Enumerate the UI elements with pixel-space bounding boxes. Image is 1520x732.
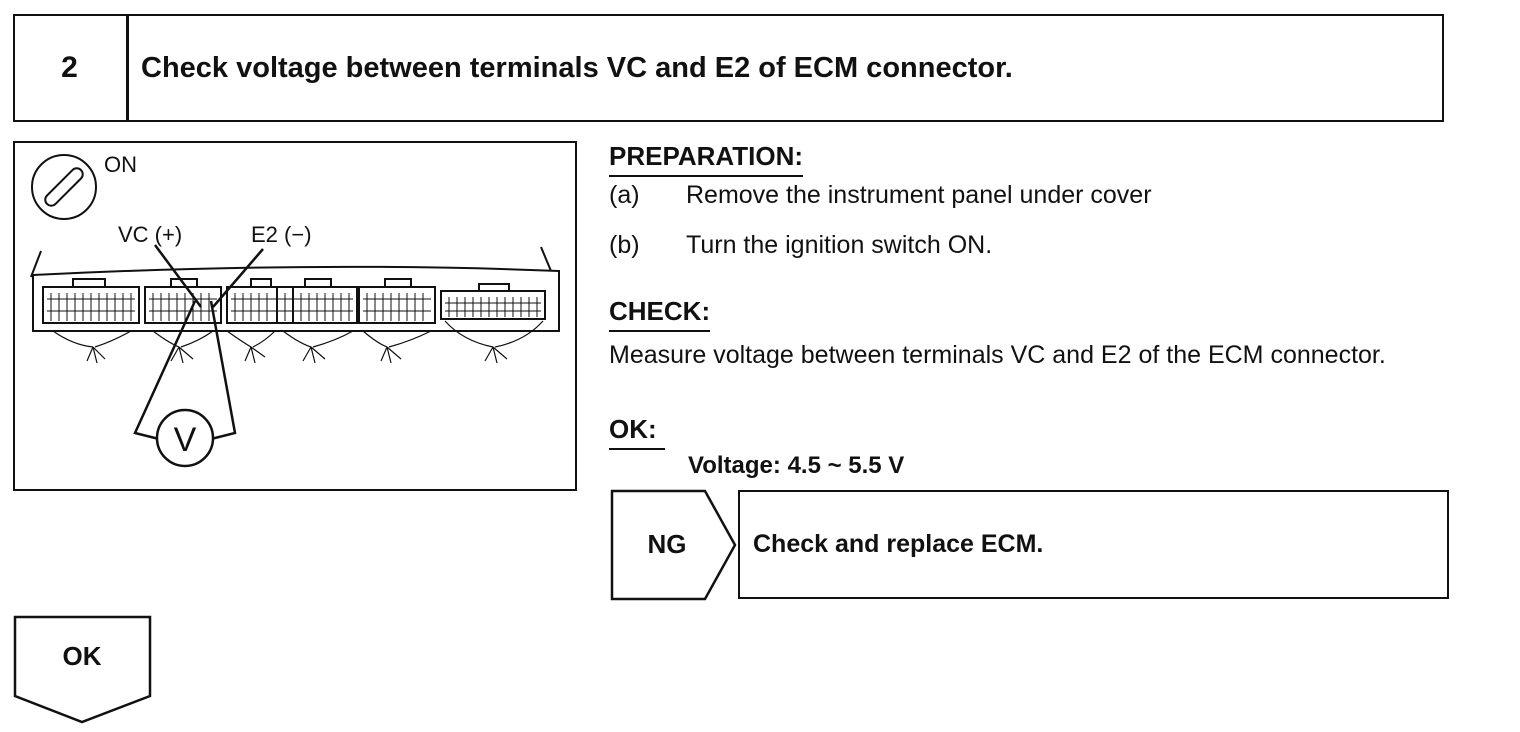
ok-label: OK [62, 640, 102, 671]
prep-step-b-letter: (b) [609, 231, 640, 259]
voltmeter-icon: V [155, 408, 215, 468]
preparation-heading: PREPARATION: [609, 141, 804, 177]
ng-action-box [738, 490, 1449, 599]
ok-arrow-shape [13, 615, 152, 724]
prep-step-a-text: Remove the instrument panel under cover [686, 181, 1152, 209]
ok-voltage-spec: Voltage: 4.5 ~ 5.5 V [688, 452, 905, 479]
prep-step-a-letter: (a) [609, 181, 640, 209]
ecm-connector-diagram: ON VC (+) E2 (−) [30, 152, 560, 468]
vc-terminal-label: VC (+) [118, 222, 182, 247]
ng-label: NG [647, 529, 687, 559]
ng-arrow-shape [610, 489, 737, 601]
ignition-on-label: ON [104, 152, 137, 177]
ng-action-text: Check and replace ECM. [753, 530, 1044, 558]
step-header-box [13, 14, 1444, 122]
connector-figure-frame [13, 141, 577, 491]
check-instruction: Measure voltage between terminals VC and… [609, 341, 1386, 369]
step-title: Check voltage between terminals VC and E… [141, 51, 1013, 84]
connector-pin-grid [47, 293, 541, 321]
wire-harness [52, 320, 544, 364]
step-header-divider [126, 14, 129, 122]
ok-heading: OK: [609, 414, 665, 450]
e2-terminal-label: E2 (−) [251, 222, 312, 247]
ignition-key-icon [31, 154, 97, 220]
step-number: 2 [61, 51, 78, 84]
voltmeter-label: V [174, 421, 197, 459]
ecm-connector [30, 246, 560, 332]
check-heading: CHECK: [609, 296, 711, 332]
prep-step-b-text: Turn the ignition switch ON. [686, 231, 993, 259]
voltmeter-leads [133, 244, 264, 441]
